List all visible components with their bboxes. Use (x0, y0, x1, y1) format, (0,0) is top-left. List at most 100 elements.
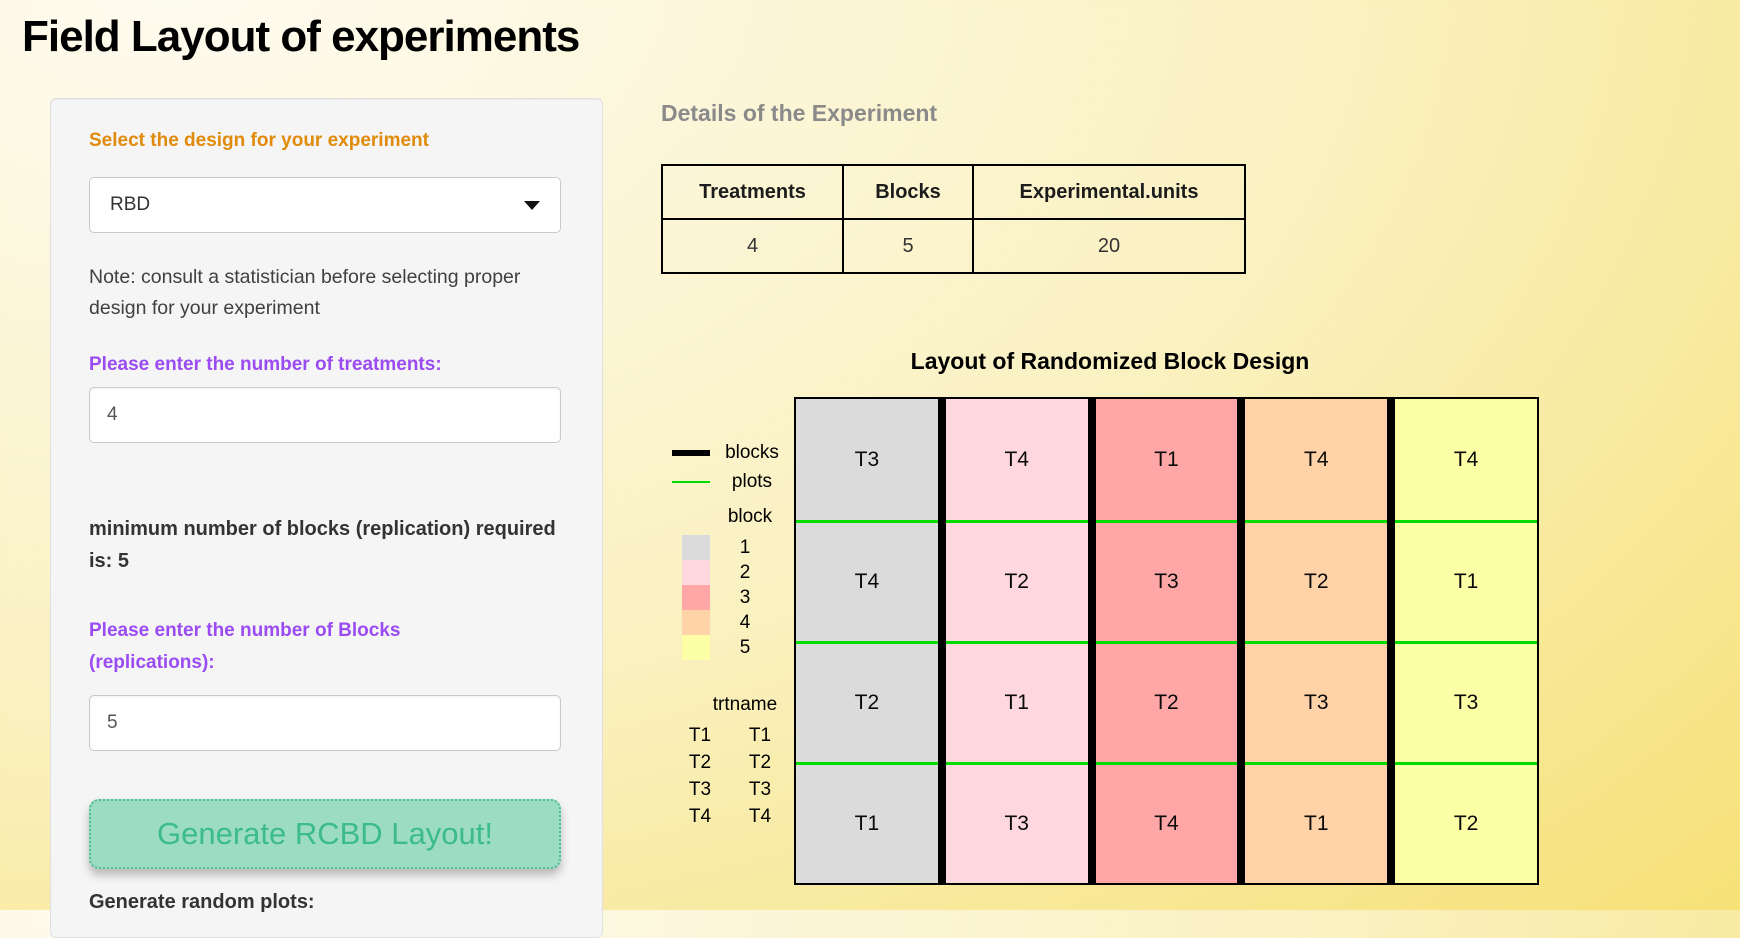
chevron-down-icon (524, 200, 540, 210)
design-select-label: Select the design for your experiment (89, 130, 429, 151)
page-title: Field Layout of experiments (22, 12, 580, 61)
grid-cell: T4 (1245, 399, 1387, 520)
grid-cell: T1 (1096, 399, 1238, 520)
block-legend-label: 5 (739, 636, 751, 658)
grid-cell: T1 (1395, 520, 1537, 641)
block-legend-label: 4 (739, 611, 751, 633)
grid-cell: T4 (1095, 762, 1238, 883)
block-divider (1087, 399, 1096, 883)
grid-cell-label: T3 (854, 447, 880, 471)
table-header-cell: Blocks (842, 164, 974, 220)
block-legend-item: 1 (682, 535, 780, 560)
trt-legend-row: T2 T2 (682, 749, 778, 776)
details-heading: Details of the Experiment (661, 100, 938, 126)
trt-legend-title: trtname (712, 694, 778, 715)
trt-legend-value: T2 (748, 751, 772, 773)
grid-cell-label: T1 (1154, 447, 1179, 471)
table-header-cell: Experimental.units (972, 164, 1246, 220)
grid-cell-label: T4 (1304, 447, 1329, 471)
design-select[interactable]: RBD (89, 177, 561, 233)
trt-legend-value: T4 (748, 805, 772, 827)
table-cell: 5 (842, 218, 974, 274)
block-divider (1387, 399, 1396, 883)
grid-cell: T4 (1395, 399, 1537, 520)
grid-cell: T3 (1095, 520, 1238, 641)
block-legend-item: 2 (682, 560, 780, 585)
design-note: Note: consult a statistician before sele… (89, 266, 521, 319)
grid-cell: T3 (1245, 641, 1388, 762)
block-color-swatch (682, 535, 710, 560)
grid-cell: T2 (945, 520, 1088, 641)
trt-legend-key: T2 (688, 751, 712, 773)
block-divider (937, 399, 946, 883)
grid-cell-label: T1 (1304, 812, 1329, 835)
trt-legend-row: T1 T1 (682, 722, 778, 749)
block-legend-label: 1 (739, 536, 751, 558)
grid-cell-label: T4 (1154, 812, 1179, 835)
line-legend: blocks plots (672, 438, 785, 496)
grid-cell: T3 (1395, 641, 1537, 762)
grid-cell-label: T2 (854, 691, 880, 714)
table-cell: 20 (972, 218, 1246, 274)
trt-legend-key: T4 (688, 805, 712, 827)
design-select-value: RBD (110, 194, 151, 215)
block-color-swatch (682, 635, 710, 660)
blocks-label: Please enter the number of Blocks (repli… (89, 620, 401, 673)
block-color-swatch (682, 560, 710, 585)
grid-cell: T1 (1245, 762, 1388, 883)
block-legend-label: 3 (739, 586, 751, 608)
block-legend-label: 2 (739, 561, 751, 583)
grid-cell-label: T2 (1304, 570, 1329, 593)
grid-cell: T2 (1095, 641, 1238, 762)
grid-cell: T2 (1395, 762, 1537, 883)
trt-legend-key: T1 (688, 724, 712, 746)
grid-cell-label: T3 (1004, 812, 1029, 835)
block-legend-item: 5 (682, 635, 780, 660)
grid-cell: T2 (1245, 520, 1388, 641)
trt-legend-key: T3 (688, 778, 712, 800)
grid-cell: T3 (796, 399, 938, 520)
blocks-line-icon (672, 449, 710, 456)
min-blocks-text: minimum number of blocks (replication) r… (89, 518, 556, 572)
line-legend-item: plots (672, 467, 785, 496)
plot-title: Layout of Randomized Block Design (910, 348, 1310, 374)
generate-rcbd-button[interactable]: Generate RCBD Layout! (89, 799, 561, 869)
treatments-input[interactable] (89, 387, 561, 443)
blocks-input[interactable] (89, 695, 561, 751)
trt-legend-row: T3 T3 (682, 776, 778, 803)
table-header-cell: Treatments (661, 164, 844, 220)
trt-legend-value: T1 (748, 724, 772, 746)
grid-cell: T4 (796, 520, 938, 641)
trt-legend-value: T3 (748, 778, 772, 800)
trt-legend-row: T4 T4 (682, 803, 778, 830)
treatments-label: Please enter the number of treatments: (89, 354, 442, 375)
block-color-swatch (682, 585, 710, 610)
grid-cell-label: T3 (1154, 570, 1179, 593)
block-color-swatch (682, 610, 710, 635)
grid-cell-label: T3 (1453, 691, 1479, 714)
grid-cell-label: T1 (1453, 570, 1479, 593)
block-legend-item: 3 (682, 585, 780, 610)
block-legend: 1 2 3 4 5 (682, 535, 780, 660)
grid-cell: T4 (946, 399, 1088, 520)
random-plots-label: Generate random plots: (89, 891, 315, 913)
table-cell: 4 (661, 218, 844, 274)
grid-cell: T3 (945, 762, 1088, 883)
line-legend-label: blocks (725, 441, 779, 463)
grid-cell: T2 (796, 641, 938, 762)
grid-cell-label: T4 (1004, 447, 1029, 471)
grid-cell-label: T3 (1304, 691, 1329, 714)
grid-cell-label: T1 (854, 812, 880, 835)
grid-cell: T1 (945, 641, 1088, 762)
grid-cell-label: T4 (1453, 447, 1479, 471)
